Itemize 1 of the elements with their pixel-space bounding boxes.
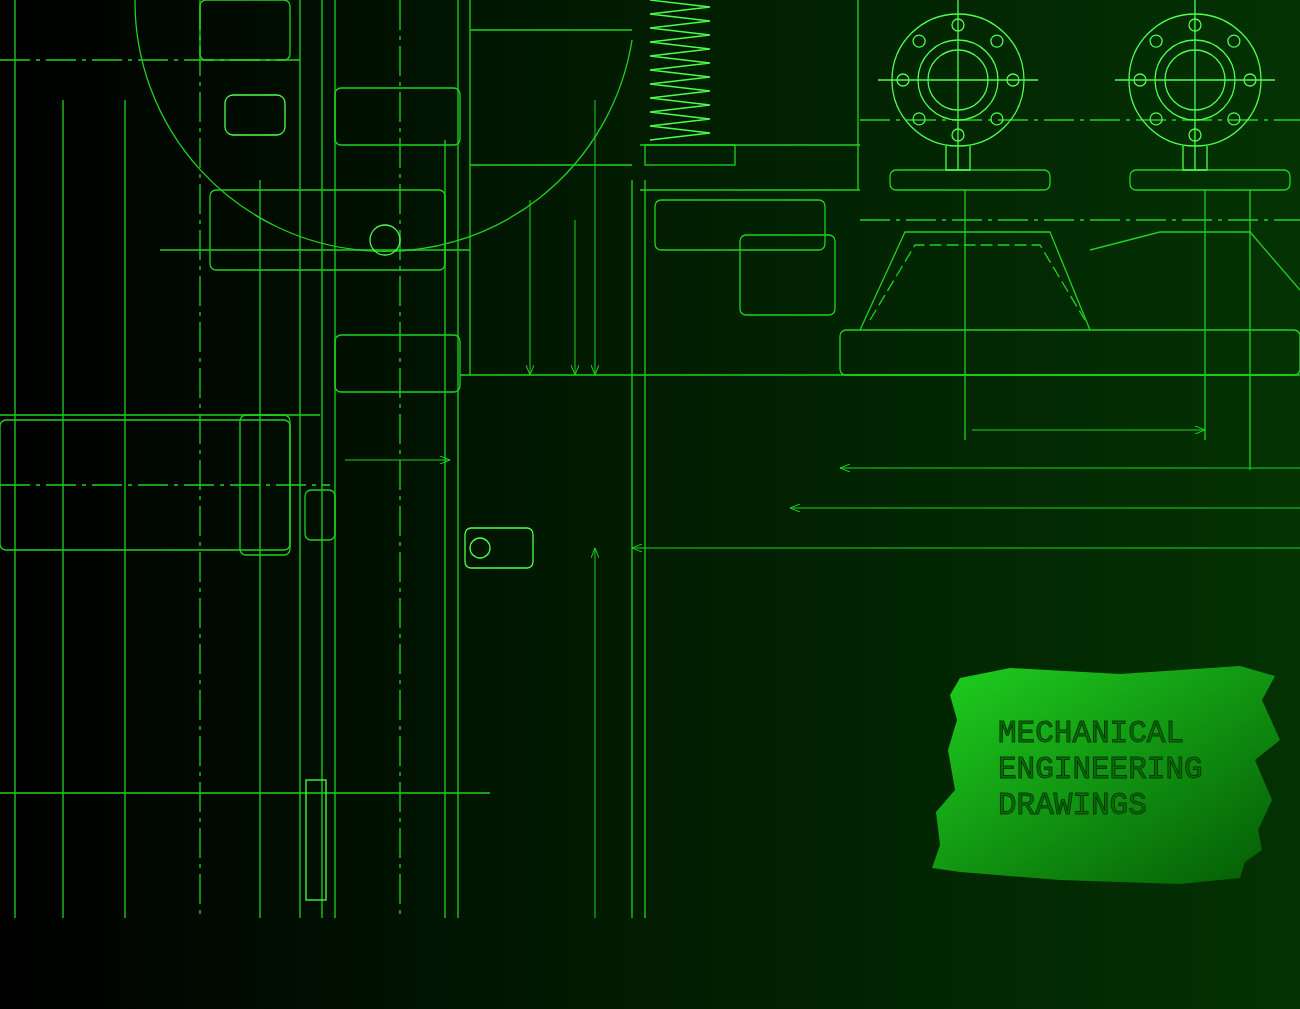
- title: MECHANICAL ENGINEERING DRAWINGS: [998, 716, 1204, 824]
